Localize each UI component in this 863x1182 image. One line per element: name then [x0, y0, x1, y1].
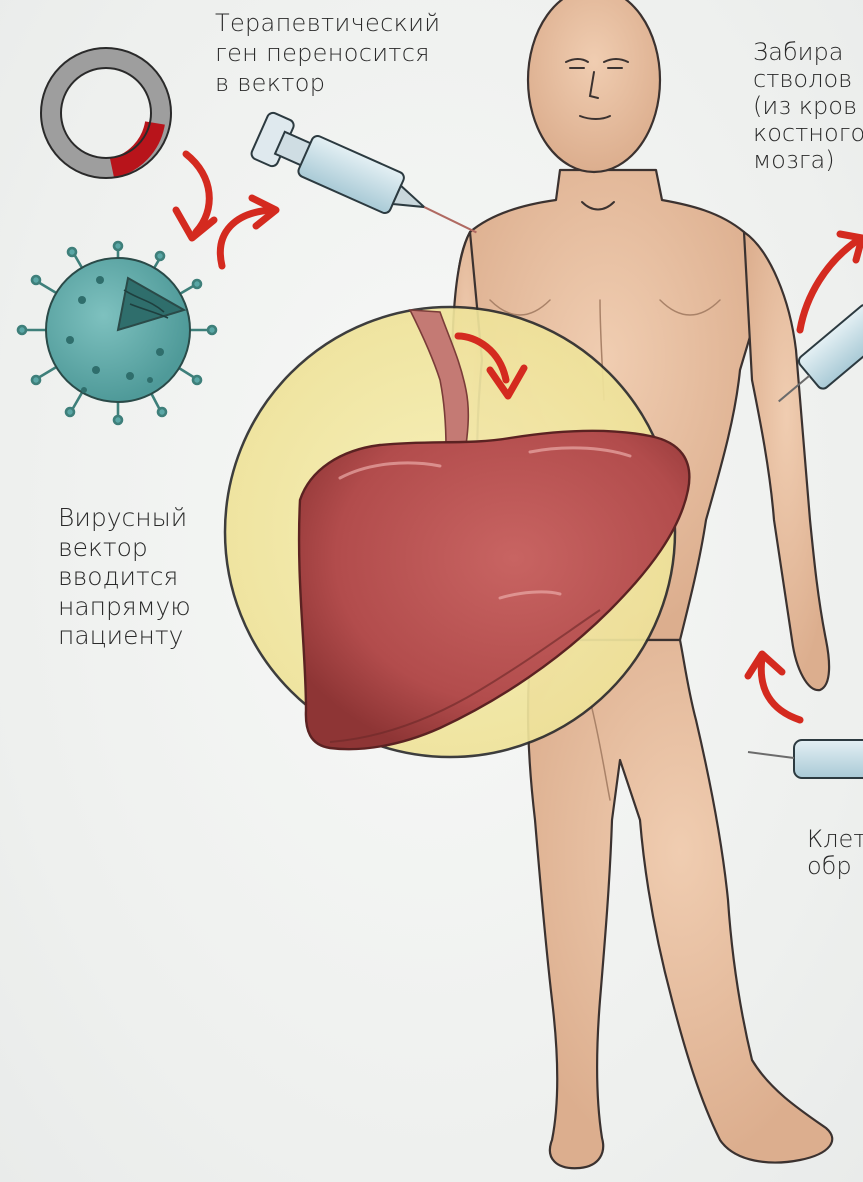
syringe [250, 111, 488, 253]
plasmid-ring [41, 48, 171, 178]
label-viral-vector: Вирусный вектор вводится напрямую пациен… [58, 503, 191, 651]
label-cells: Клет обр [807, 826, 863, 880]
label-gene-to-vector: Терапевтический ген переносится в вектор [215, 8, 440, 98]
label-stem-cells: Забира стволов (из кров костного мозга) [753, 39, 863, 174]
viral-vector-particle [18, 242, 216, 424]
syringe-right-lower [748, 740, 863, 778]
